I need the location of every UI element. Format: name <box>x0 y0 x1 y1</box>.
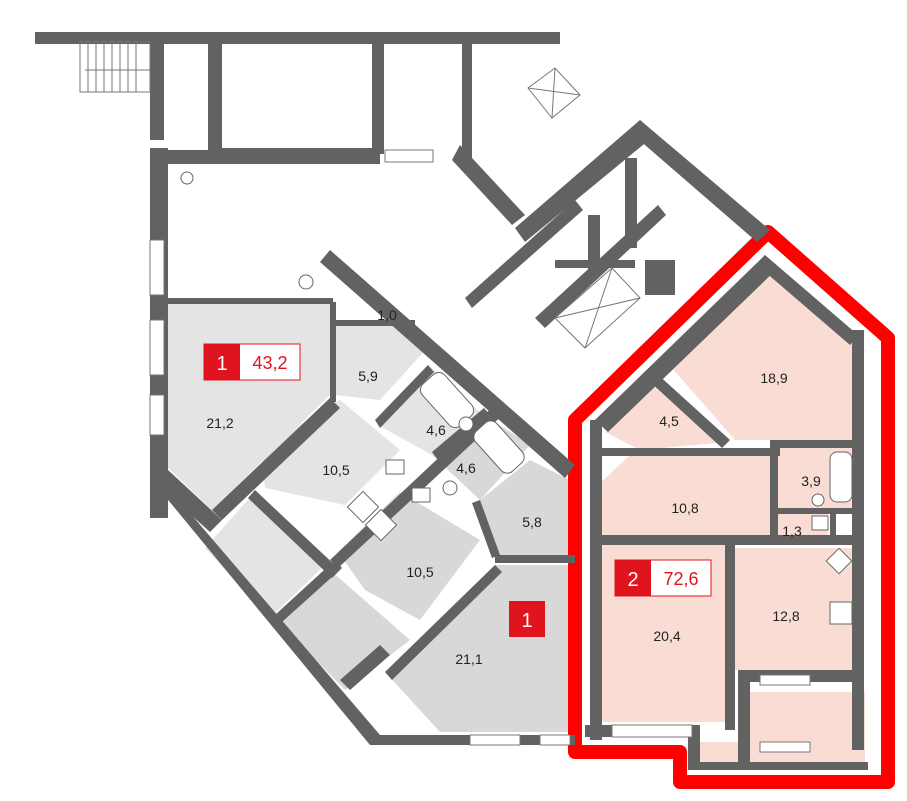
window-icon <box>759 674 811 686</box>
window-icon <box>759 741 811 753</box>
window-icon <box>149 394 165 436</box>
toilet-icon <box>442 480 458 496</box>
room-labels: 21,2 5,9 1,0 4,6 10,5 10,5 4,6 5,8 21,1 … <box>206 307 821 667</box>
sink-icon <box>385 459 405 475</box>
stairs-icon <box>79 41 151 93</box>
bathtub-icon <box>829 451 853 503</box>
toilet-icon <box>180 171 194 185</box>
room-bath-4-6 <box>378 365 480 455</box>
room-hall <box>205 492 330 618</box>
room-area: 21,1 <box>455 651 482 667</box>
room-area: 3,9 <box>801 473 821 489</box>
bathtub-icon <box>473 420 525 474</box>
sink-icon <box>825 547 853 575</box>
stove-icon <box>364 508 398 542</box>
room-area: 4,6 <box>426 422 446 438</box>
toilet-icon <box>298 274 314 290</box>
apartment-number: 1 <box>216 353 227 375</box>
room-area: 20,4 <box>653 628 680 644</box>
room-area: 18,9 <box>760 370 787 386</box>
window-icon <box>149 319 165 376</box>
window-icon <box>611 724 693 738</box>
apartment-1-badge[interactable]: 1 43,2 <box>203 343 301 381</box>
room-kitchen-12-8 <box>735 548 855 670</box>
room-area: 4,6 <box>456 460 476 476</box>
room-area: 4,5 <box>659 413 679 429</box>
elevator-icon <box>527 67 641 349</box>
stove-icon <box>346 490 380 524</box>
window-icon <box>469 734 521 746</box>
room-kitchen-10-5 <box>260 400 400 505</box>
room-area: 21,2 <box>206 415 233 431</box>
walls <box>35 32 868 770</box>
apartment-number: 2 <box>627 569 638 591</box>
apartment-area: 72,6 <box>663 569 698 589</box>
apartment-2-badge[interactable]: 2 72,6 <box>614 559 712 597</box>
toilet-icon <box>811 493 825 507</box>
stove-icon <box>829 601 853 625</box>
room-balcony-small <box>698 742 742 767</box>
room-bathroom-5-9 <box>335 325 430 400</box>
room-area: 5,8 <box>522 514 542 530</box>
room-area: 10,8 <box>671 500 698 516</box>
window-icon <box>149 239 165 296</box>
room-hall-10-8 <box>595 455 770 540</box>
apartment-2-highlight <box>568 225 895 789</box>
room-area: 5,9 <box>358 368 378 384</box>
windows <box>149 149 811 753</box>
room-balcony <box>748 692 865 767</box>
apartment-number: 1 <box>521 610 532 632</box>
room-area: 1,0 <box>377 307 397 323</box>
fixtures <box>180 171 853 625</box>
sink-icon <box>811 515 829 531</box>
room-area: 10,5 <box>406 564 433 580</box>
window-icon <box>539 734 571 746</box>
window-icon <box>384 149 434 163</box>
toilet-icon <box>458 416 474 432</box>
room-5-8 <box>480 460 570 560</box>
room-area: 10,5 <box>322 462 349 478</box>
room-area: 12,8 <box>772 608 799 624</box>
sink-icon <box>411 487 431 503</box>
room-4-5 <box>605 378 728 450</box>
room-area: 1,3 <box>782 523 802 539</box>
apartment-area: 43,2 <box>252 353 287 373</box>
apartment-1-lower-badge[interactable]: 1 <box>509 601 545 637</box>
